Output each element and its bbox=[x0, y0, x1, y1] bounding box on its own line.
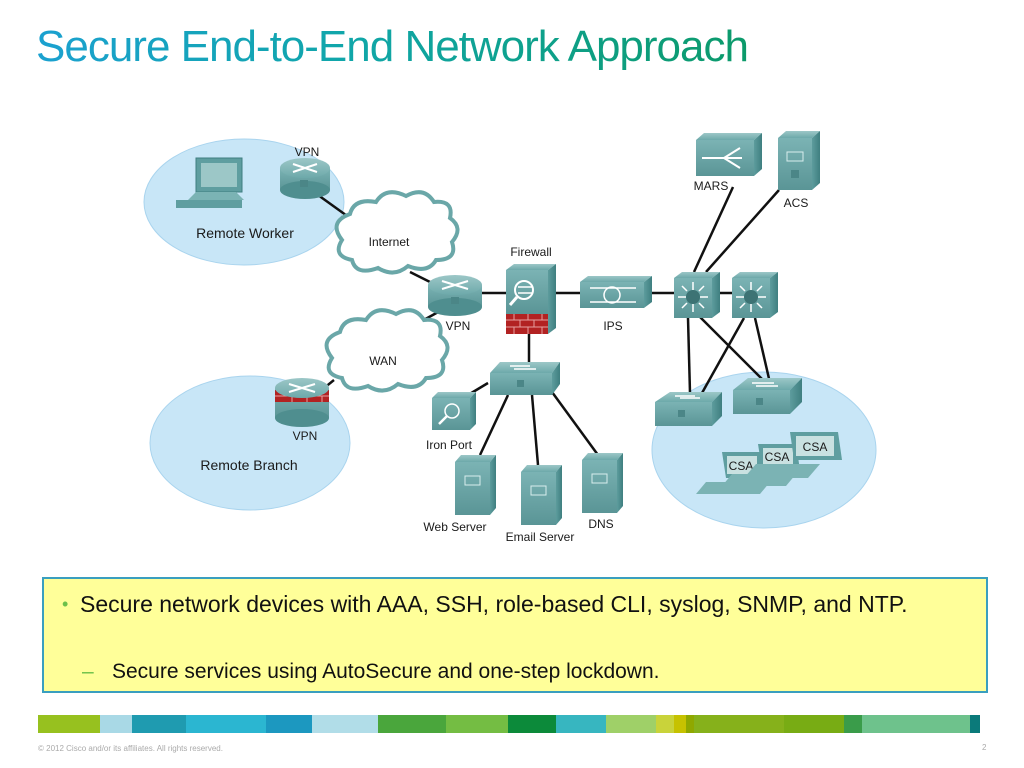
summary-textbox: • Secure network devices with AAA, SSH, … bbox=[42, 577, 988, 693]
mars-label: MARS bbox=[694, 179, 729, 193]
acs-label: ACS bbox=[784, 196, 809, 210]
multilayer-switch-icon bbox=[674, 272, 720, 318]
csa-3-label: CSA bbox=[803, 440, 828, 454]
color-bar-segment bbox=[446, 715, 508, 733]
web-server-label: Web Server bbox=[423, 520, 486, 534]
vpn-remote-worker-label: VPN bbox=[295, 145, 320, 159]
color-bar-segment bbox=[186, 715, 266, 733]
page-number: 2 bbox=[982, 743, 987, 752]
color-bar-segment bbox=[674, 715, 686, 733]
vpn-firewall-router-icon bbox=[275, 378, 329, 427]
iron-port-icon bbox=[432, 392, 476, 430]
color-bar-segment bbox=[312, 715, 378, 733]
color-bar-segment bbox=[266, 715, 312, 733]
email-server-icon bbox=[521, 465, 562, 525]
vpn-router-icon bbox=[428, 275, 482, 316]
acs-server-icon bbox=[778, 131, 820, 190]
color-bar-segment bbox=[132, 715, 186, 733]
dmz-switch-icon bbox=[490, 362, 560, 395]
csa-1-label: CSA bbox=[729, 459, 754, 473]
sub-bullet-text: Secure services using AutoSecure and one… bbox=[112, 660, 660, 683]
csa-2-label: CSA bbox=[765, 450, 790, 464]
firewall-icon bbox=[506, 264, 556, 334]
bullet-item: • Secure network devices with AAA, SSH, … bbox=[54, 589, 1000, 619]
bullet-marker: • bbox=[62, 594, 69, 614]
csa-laptop-icon: CSA bbox=[744, 432, 842, 478]
color-bar-segment bbox=[844, 715, 862, 733]
slide-title: Secure End-to-End Network Approach bbox=[36, 22, 749, 71]
bullet-text: Secure network devices with AAA, SSH, ro… bbox=[80, 591, 908, 617]
copyright-footer: © 2012 Cisco and/or its affiliates. All … bbox=[38, 744, 223, 753]
color-bar-segment bbox=[686, 715, 694, 733]
wan-cloud: WAN bbox=[324, 308, 450, 393]
vpn-branch-label: VPN bbox=[293, 429, 318, 443]
remote-worker-label: Remote Worker bbox=[196, 225, 294, 241]
access-switch-icon bbox=[655, 392, 722, 426]
ips-label: IPS bbox=[603, 319, 622, 333]
vpn-hq-label: VPN bbox=[446, 319, 471, 333]
access-switch-icon bbox=[733, 378, 802, 414]
color-bar-segment bbox=[508, 715, 556, 733]
color-bar-segment bbox=[378, 715, 446, 733]
laptop-icon bbox=[176, 157, 244, 208]
internet-label: Internet bbox=[369, 235, 410, 249]
dns-label: DNS bbox=[588, 517, 613, 531]
dns-server-icon bbox=[582, 453, 623, 513]
brand-color-bar bbox=[38, 715, 980, 733]
email-server-label: Email Server bbox=[506, 530, 575, 544]
color-bar-segment bbox=[38, 715, 100, 733]
color-bar-segment bbox=[100, 715, 132, 733]
sub-bullet-item: – Secure services using AutoSecure and o… bbox=[82, 659, 660, 685]
web-server-icon bbox=[455, 455, 496, 515]
color-bar-segment bbox=[606, 715, 656, 733]
network-diagram: Internet WAN Remote Worker VPN VPN bbox=[143, 131, 877, 544]
color-bar-segment bbox=[784, 715, 844, 733]
mars-icon bbox=[696, 133, 762, 176]
multilayer-switch-icon bbox=[732, 272, 778, 318]
wan-label: WAN bbox=[369, 354, 397, 368]
color-bar-segment bbox=[656, 715, 674, 733]
color-bar-segment bbox=[970, 715, 980, 733]
internet-cloud: Internet bbox=[334, 190, 460, 275]
vpn-router-icon bbox=[280, 158, 330, 199]
color-bar-segment bbox=[862, 715, 970, 733]
iron-port-label: Iron Port bbox=[426, 438, 473, 452]
color-bar-segment bbox=[556, 715, 606, 733]
ips-icon bbox=[580, 276, 652, 308]
remote-branch-label: Remote Branch bbox=[200, 457, 297, 473]
color-bar-segment bbox=[694, 715, 784, 733]
sub-bullet-marker: – bbox=[82, 660, 94, 683]
firewall-label: Firewall bbox=[510, 245, 551, 259]
